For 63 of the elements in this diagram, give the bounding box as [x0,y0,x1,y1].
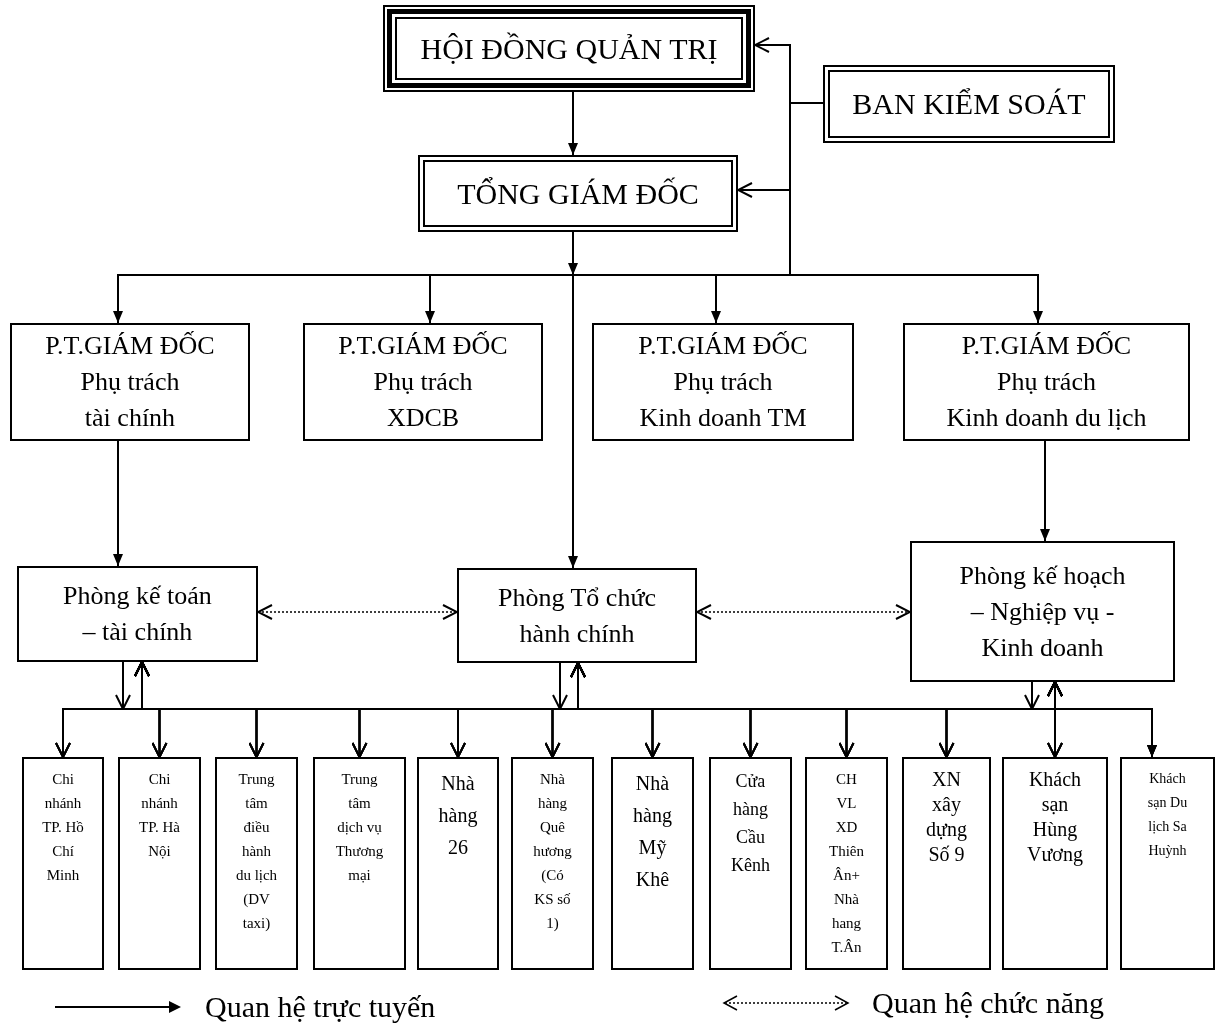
org-box [17,566,258,662]
org-box [709,757,792,970]
box-text: Phụ trách [673,366,773,398]
org-box [118,757,201,970]
arrow [113,440,123,567]
arrow [568,91,578,156]
box-text: Khách sạn Du lịch Sa Huỳnh [1146,770,1189,860]
box-text: P.T.GIÁM ĐỐC [961,330,1132,362]
box-text: XN xây dựng Số 9 [925,767,968,867]
box-text: Nhà hàng 26 [437,771,479,860]
org-box [313,757,406,970]
org-box [910,541,1175,682]
box-text: Kinh doanh du lịch [946,402,1147,434]
org-box [823,65,1115,143]
arrow [568,231,578,569]
arrow [552,662,568,710]
box-text: CH VL XD Thiên Ân+ Nhà hang T.Ân [828,770,865,957]
org-box [902,757,991,970]
box-text: BAN KIỂM SOÁT [852,86,1086,122]
box-text: Khách sạn Hùng Vương [1026,767,1084,867]
org-box [1120,757,1215,970]
org-box [511,757,594,970]
org-box [1002,757,1108,970]
org-box [418,155,738,232]
box-text: HỘI ĐỒNG QUẢN TRỊ [420,30,718,67]
box-text: Phụ trách [373,366,473,398]
org-box [457,568,697,663]
box-text: Kinh doanh TM [639,402,807,434]
box-text: Trung tâm điều hành du lịch (DV taxi) [235,770,278,933]
org-box [417,757,499,970]
box-text: P.T.GIÁM ĐỐC [45,330,215,362]
box-text: Phụ trách [997,366,1096,398]
box-text: Nhà hàng Mỹ Khê [632,771,673,892]
dotted-arrow [696,604,911,620]
box-text: Phòng kế hoạch – Nghiệp vụ - Kinh doanh [958,559,1127,664]
arrow [1024,681,1040,710]
box-text: P.T.GIÁM ĐỐC [638,330,808,362]
arrow [115,661,131,710]
legend-label: Quan hệ trực tuyến [205,990,436,1024]
box-text: Phòng kế toán – tài chính [62,580,213,648]
org-box [592,323,854,441]
box-text: TỔNG GIÁM ĐỐC [457,175,699,212]
box-text: Cửa hàng Cầu Kênh [730,770,771,877]
box-text: Phòng Tổ chức hành chính [496,581,657,650]
dotted-arrow [257,604,458,620]
org-box [303,323,543,441]
box-text: P.T.GIÁM ĐỐC [338,330,508,362]
org-box [611,757,694,970]
box-text: Phụ trách [80,366,180,398]
arrow [1040,440,1050,542]
org-box [805,757,888,970]
box-text: Nhà hàng Quê hương (Có KS số 1) [532,770,573,933]
org-box [22,757,104,970]
box-text: tài chính [84,402,176,434]
legend-label: Quan hệ chức năng [872,986,1104,1020]
org-box [10,323,250,441]
box-text: XDCB [386,402,460,434]
org-box [383,5,755,92]
org-box [903,323,1190,441]
box-text: Chi nhánh TP. Hồ Chí Minh [42,770,84,885]
box-text: Trung tâm dịch vụ Thương mại [334,770,385,885]
org-box [215,757,298,970]
box-text: Chi nhánh TP. Hà Nội [138,770,181,861]
